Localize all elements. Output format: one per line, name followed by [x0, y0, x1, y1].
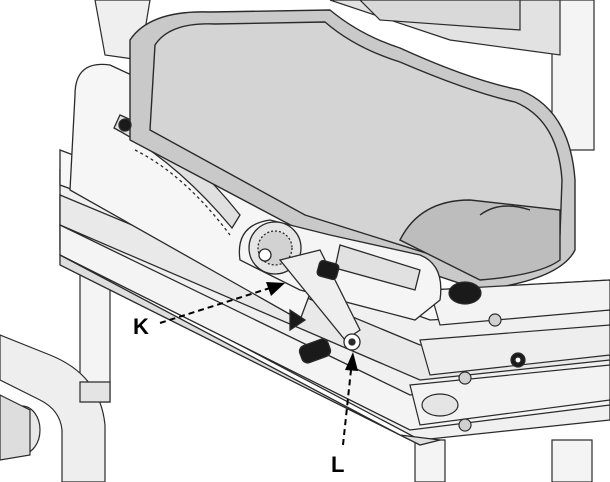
callout-k-arrowhead: [266, 282, 285, 296]
release-knob-icon: [298, 338, 332, 364]
bumper-knob: [448, 281, 482, 305]
callout-k-label: K: [133, 314, 149, 339]
seat-cushion: [129, 9, 576, 291]
bolt-icon: [458, 371, 472, 385]
callout-l-label: L: [331, 452, 344, 477]
callout-l-leader: [342, 369, 352, 446]
latch-arm: [278, 249, 361, 341]
callout-l-arrowhead: [345, 352, 358, 371]
front-rails: [409, 279, 610, 432]
latch-knob-icon: [316, 259, 340, 281]
bolt-icon: [458, 418, 472, 432]
latch-mechanism: [118, 118, 442, 364]
callout-k: K: [133, 282, 285, 339]
bolt-icon: [488, 313, 502, 327]
callout-l: L: [331, 352, 358, 477]
curved-pipe: [0, 334, 111, 482]
